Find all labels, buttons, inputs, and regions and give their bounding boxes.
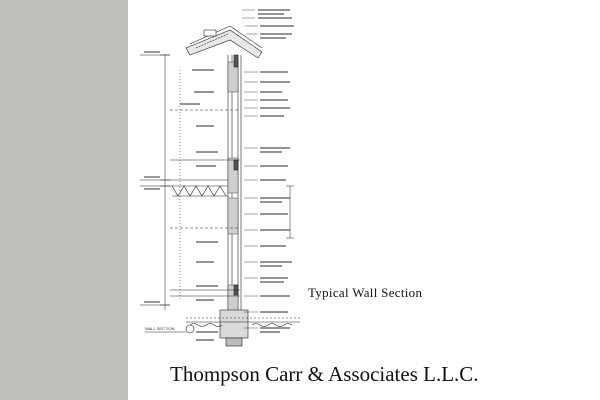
roof-assembly: [185, 25, 263, 59]
annotation-leaders: [242, 9, 258, 329]
section-tag: WALL SECTION: [145, 324, 195, 334]
wall-section-drawing: WALL SECTION: [128, 0, 600, 400]
floor-levels: [170, 109, 240, 297]
section-tag-label: WALL SECTION: [145, 326, 175, 331]
annotation-text-blocks: [144, 9, 294, 341]
firm-name-caption: Thompson Carr & Associates L.L.C.: [170, 362, 479, 386]
exterior-wall: [227, 54, 242, 322]
foundation: [186, 309, 300, 347]
gray-sidebar-panel: [0, 0, 128, 400]
typical-wall-section-label: Typical Wall Section: [308, 285, 423, 300]
dimension-lines: [140, 54, 294, 310]
